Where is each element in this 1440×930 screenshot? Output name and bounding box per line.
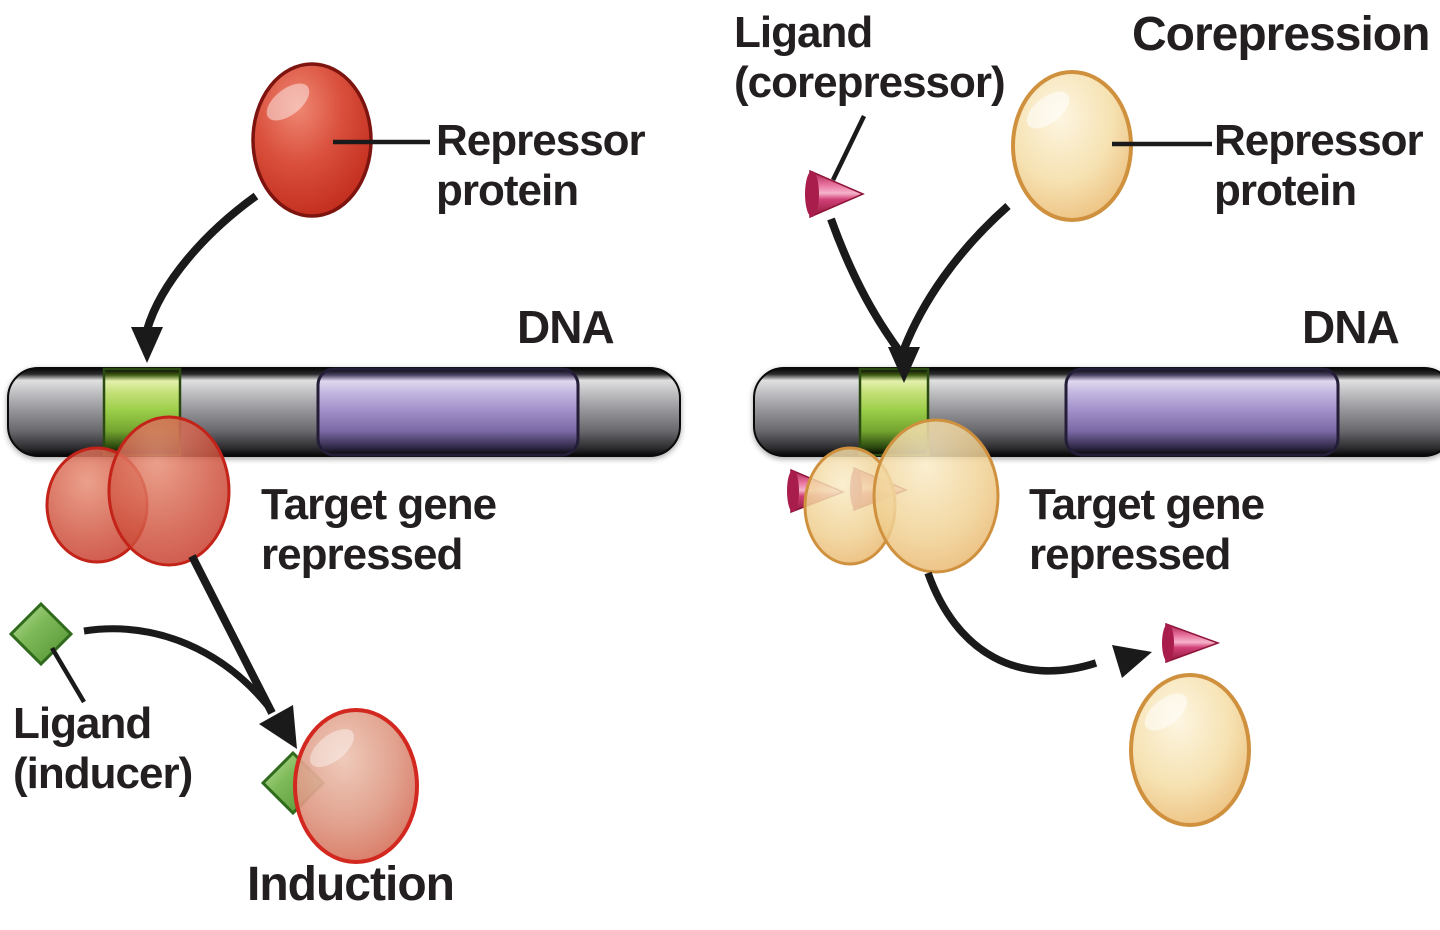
- target-gene-label-left: Target gene repressed: [261, 480, 497, 580]
- repressor-subunit-icon: [107, 415, 231, 567]
- repressor-protein-label-left: Repressor protein: [436, 116, 646, 216]
- leader-line: [50, 646, 86, 704]
- dna-label-left: DNA: [517, 301, 615, 353]
- target-gene-label-right: Target gene repressed: [1029, 480, 1265, 580]
- arrowhead-icon: [888, 347, 920, 383]
- repressor-protein-icon: [1129, 673, 1251, 827]
- dna-label-right: DNA: [1302, 301, 1400, 353]
- cone-base: [805, 171, 819, 217]
- target-gene-region-right: [1064, 367, 1340, 457]
- released-repressor-tan: [1129, 673, 1251, 827]
- ligand-inducer-label: Ligand (inducer): [13, 699, 193, 799]
- target-gene-region-left: [316, 367, 580, 457]
- cone-base: [1162, 624, 1174, 662]
- arrowhead-icon: [1112, 645, 1152, 678]
- cone-base: [787, 470, 799, 512]
- corepressor-binding-curve: [827, 217, 904, 355]
- release-arrow-right: [924, 571, 1098, 675]
- bound-repressor-dimer-red: [45, 415, 231, 567]
- repressor-subunit-icon: [872, 418, 1000, 574]
- induced-repressor-complex: [260, 708, 419, 864]
- highlight: [1026, 91, 1070, 129]
- repressor-protein-label-right: Repressor protein: [1214, 116, 1424, 216]
- induction-label: Induction: [247, 858, 455, 911]
- free-repressor-red: [251, 62, 373, 218]
- arrowhead-icon: [131, 327, 163, 363]
- highlight: [266, 83, 310, 121]
- highlight: [1144, 693, 1188, 731]
- leader-line: [830, 115, 867, 181]
- repressor-binding-curve: [900, 203, 1011, 351]
- highlight: [310, 728, 354, 768]
- inducer-ligand-icon: [8, 601, 74, 667]
- dna-strand-right: [753, 367, 1440, 457]
- dna-strand-left: [7, 367, 681, 457]
- bound-repressor-dimer-tan: [803, 418, 1000, 574]
- arrowhead-icon: [259, 705, 297, 749]
- corepression-title: Corepression: [1132, 8, 1430, 61]
- release-arrow-left: [188, 554, 276, 715]
- ligand-corepressor-label: Ligand (corepressor): [734, 8, 1006, 108]
- inducer-binding-curve: [83, 625, 271, 709]
- released-repressor-icon: [293, 708, 419, 864]
- binding-arrow-left: [143, 192, 259, 332]
